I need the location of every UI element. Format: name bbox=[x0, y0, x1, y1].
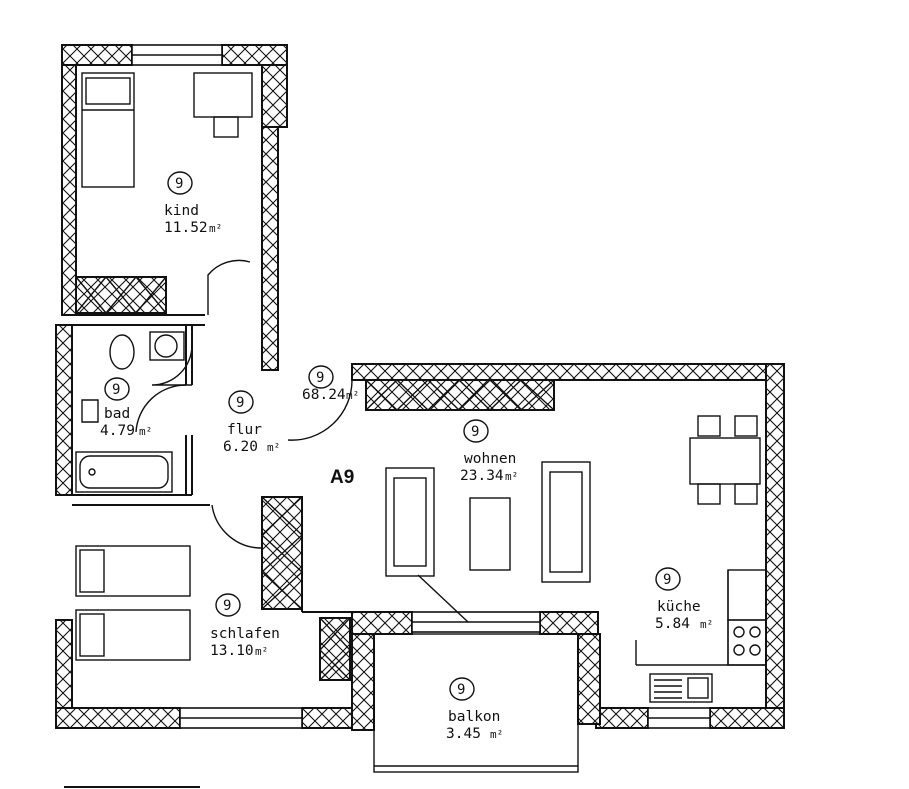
room-tag bbox=[308, 365, 334, 389]
coffee-table bbox=[469, 497, 511, 571]
toilet bbox=[109, 334, 135, 370]
room-name: bad bbox=[104, 406, 130, 422]
room-name: wohnen bbox=[464, 451, 516, 467]
room-unit: m² bbox=[267, 441, 280, 454]
wall-segment bbox=[61, 64, 77, 316]
room-name: schlafen bbox=[210, 626, 280, 642]
room-labels: 9 kind 11.52 m² 9 bad 4.79 m² 9 flur 6.2… bbox=[100, 171, 713, 742]
wall-segment bbox=[61, 44, 133, 66]
wall-segment bbox=[55, 707, 181, 729]
room-unit: m² bbox=[700, 618, 713, 631]
desk bbox=[193, 72, 253, 118]
bed bbox=[75, 609, 191, 661]
door-swing bbox=[417, 574, 469, 623]
room-area: 11.52 bbox=[164, 220, 208, 236]
room-name: kind bbox=[164, 203, 199, 219]
room-tag-number: 9 bbox=[236, 395, 244, 411]
bed bbox=[75, 545, 191, 597]
sofa bbox=[385, 467, 435, 577]
doors bbox=[135, 259, 469, 623]
wardrobe bbox=[319, 617, 351, 681]
pillow bbox=[85, 77, 131, 105]
room-area: 23.34 bbox=[460, 468, 504, 484]
room-area: 13.10 bbox=[210, 643, 254, 659]
room-unit: m² bbox=[209, 222, 222, 235]
door-swing bbox=[211, 504, 263, 549]
wall-segment bbox=[221, 44, 288, 66]
room-tag-number: 9 bbox=[471, 424, 479, 440]
room-name: balkon bbox=[448, 709, 500, 725]
wall-segment bbox=[261, 64, 288, 128]
apartment-label: A9 bbox=[330, 467, 354, 488]
furniture bbox=[75, 72, 767, 773]
wall-segment bbox=[577, 633, 601, 725]
chair bbox=[213, 116, 239, 138]
room-tag-number: 9 bbox=[316, 370, 324, 386]
wall-segment bbox=[765, 363, 785, 720]
total-area: 68.24 bbox=[302, 387, 346, 403]
room-tag bbox=[167, 171, 193, 195]
wall-segment bbox=[709, 707, 785, 729]
door-swing bbox=[135, 384, 187, 433]
room-area: 6.20 bbox=[223, 439, 258, 455]
room-tag-number: 9 bbox=[112, 382, 120, 398]
door-swing bbox=[287, 379, 362, 441]
room-tag bbox=[104, 377, 130, 401]
room-area: 5.84 bbox=[655, 616, 690, 632]
windows bbox=[131, 44, 711, 729]
room-name: flur bbox=[227, 422, 262, 438]
door-swing bbox=[207, 259, 251, 315]
room-tag bbox=[655, 567, 681, 591]
room-name: küche bbox=[657, 599, 701, 615]
kitchen-sink bbox=[649, 673, 713, 703]
room-tag bbox=[449, 677, 475, 701]
wall-segment bbox=[595, 707, 649, 729]
counter bbox=[727, 569, 767, 621]
room-tag bbox=[215, 593, 241, 617]
sink bbox=[81, 399, 99, 423]
room-tag-number: 9 bbox=[663, 572, 671, 588]
room-unit: m² bbox=[490, 728, 503, 741]
bed bbox=[81, 72, 135, 188]
room-unit: m² bbox=[505, 470, 518, 483]
sofa bbox=[541, 461, 591, 583]
room-area: 3.45 bbox=[446, 726, 481, 742]
balcony bbox=[373, 633, 579, 773]
room-tag bbox=[463, 419, 489, 443]
wall-segment bbox=[351, 363, 785, 381]
bathtub bbox=[75, 451, 173, 493]
door-swing bbox=[151, 344, 193, 386]
wall-segment bbox=[261, 126, 279, 371]
room-tag bbox=[228, 390, 254, 414]
room-tag-number: 9 bbox=[457, 682, 465, 698]
walls bbox=[55, 44, 785, 731]
dining-table bbox=[689, 437, 761, 485]
room-unit: m² bbox=[255, 645, 268, 658]
room-tag-number: 9 bbox=[223, 598, 231, 614]
stove bbox=[727, 619, 767, 666]
washing-machine bbox=[149, 331, 185, 361]
wall-segment bbox=[55, 324, 73, 496]
wall-segment bbox=[351, 611, 413, 635]
wall-segment bbox=[351, 633, 375, 731]
room-unit: m² bbox=[139, 425, 152, 438]
wall-segment bbox=[539, 611, 599, 635]
room-tag-number: 9 bbox=[175, 176, 183, 192]
room-area: 4.79 bbox=[100, 423, 135, 439]
cabinet-row bbox=[365, 379, 555, 411]
room-unit: m² bbox=[346, 389, 359, 402]
